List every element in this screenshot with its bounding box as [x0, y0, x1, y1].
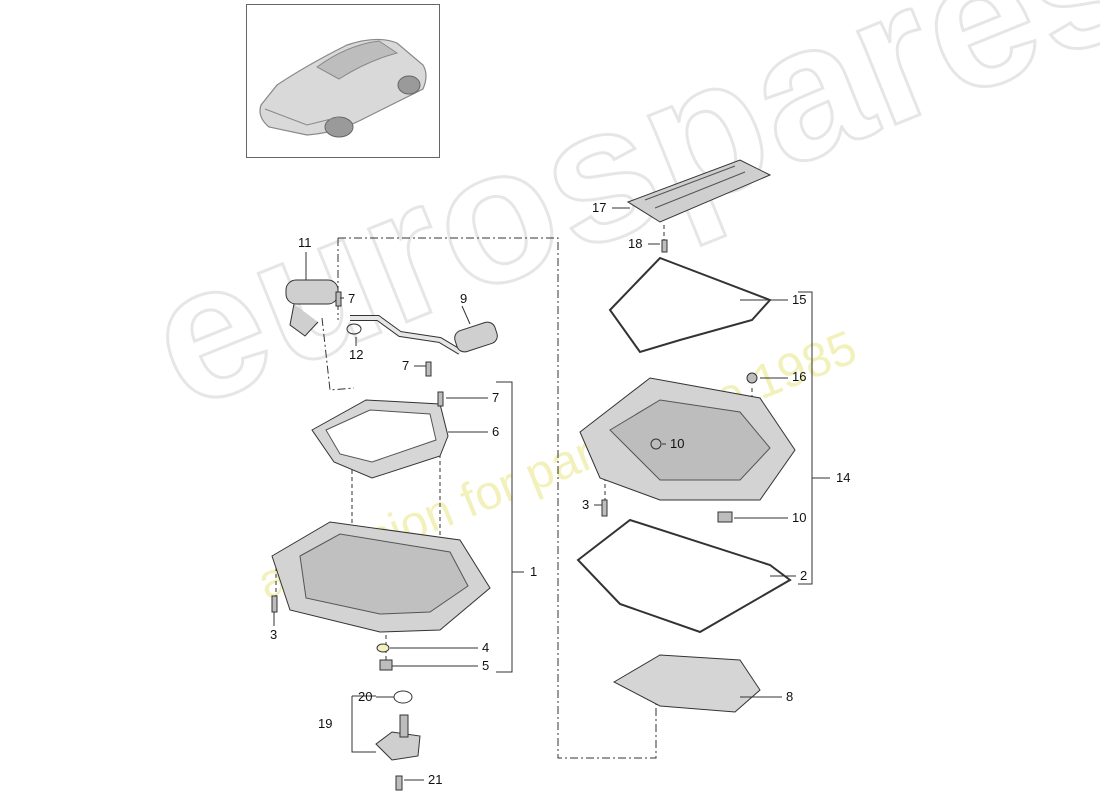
callout-14[interactable]: 14 — [836, 470, 851, 485]
part-2-gasket — [576, 518, 792, 634]
callout-21[interactable]: 21 — [428, 772, 443, 787]
callout-2[interactable]: 2 — [800, 568, 808, 583]
callout-1[interactable]: 1 — [530, 564, 538, 579]
callout-18[interactable]: 18 — [628, 236, 643, 251]
callout-17[interactable]: 17 — [592, 200, 607, 215]
part-20-o-ring — [393, 690, 413, 704]
callout-15[interactable]: 15 — [792, 292, 807, 307]
part-15-gasket — [608, 256, 772, 354]
callout-4[interactable]: 4 — [482, 640, 490, 655]
part-19-sensor — [375, 714, 421, 761]
callout-8[interactable]: 8 — [786, 689, 794, 704]
part-12-o-ring — [346, 323, 362, 335]
callout-3[interactable]: 3 — [270, 627, 278, 642]
bracket-group-1 — [496, 381, 513, 673]
part-9-pipe-assembly — [350, 315, 498, 355]
bracket-group-19 — [351, 696, 376, 753]
callout-7[interactable]: 7 — [402, 358, 410, 373]
part-17-gasket-strip — [626, 159, 772, 223]
callout-6[interactable]: 6 — [492, 424, 500, 439]
bracket-group-14 — [798, 291, 813, 585]
vehicle-thumbnail — [246, 4, 440, 158]
callout-7[interactable]: 7 — [348, 291, 356, 306]
callout-16[interactable]: 16 — [792, 369, 807, 384]
callout-3[interactable]: 3 — [582, 497, 590, 512]
callout-11[interactable]: 11 — [298, 235, 312, 250]
part-8-cover-plate — [612, 654, 761, 713]
car-icon — [259, 38, 427, 138]
part-4-washer — [376, 643, 390, 653]
callout-20[interactable]: 20 — [358, 689, 373, 704]
part-14-upper-oil-pan — [579, 377, 796, 501]
callout-10[interactable]: 10 — [792, 510, 807, 525]
callout-19[interactable]: 19 — [318, 716, 333, 731]
callout-9[interactable]: 9 — [460, 291, 468, 306]
callout-12[interactable]: 12 — [349, 347, 364, 362]
callout-7[interactable]: 7 — [492, 390, 500, 405]
leader-lines — [273, 207, 830, 781]
part-1-lower-oil-pan — [271, 521, 491, 633]
part-6-frame — [311, 399, 449, 479]
assembly-boundary-line — [338, 237, 657, 759]
callout-10[interactable]: 10 — [670, 436, 685, 451]
part-11-canister — [285, 279, 339, 337]
callout-5[interactable]: 5 — [482, 658, 490, 673]
